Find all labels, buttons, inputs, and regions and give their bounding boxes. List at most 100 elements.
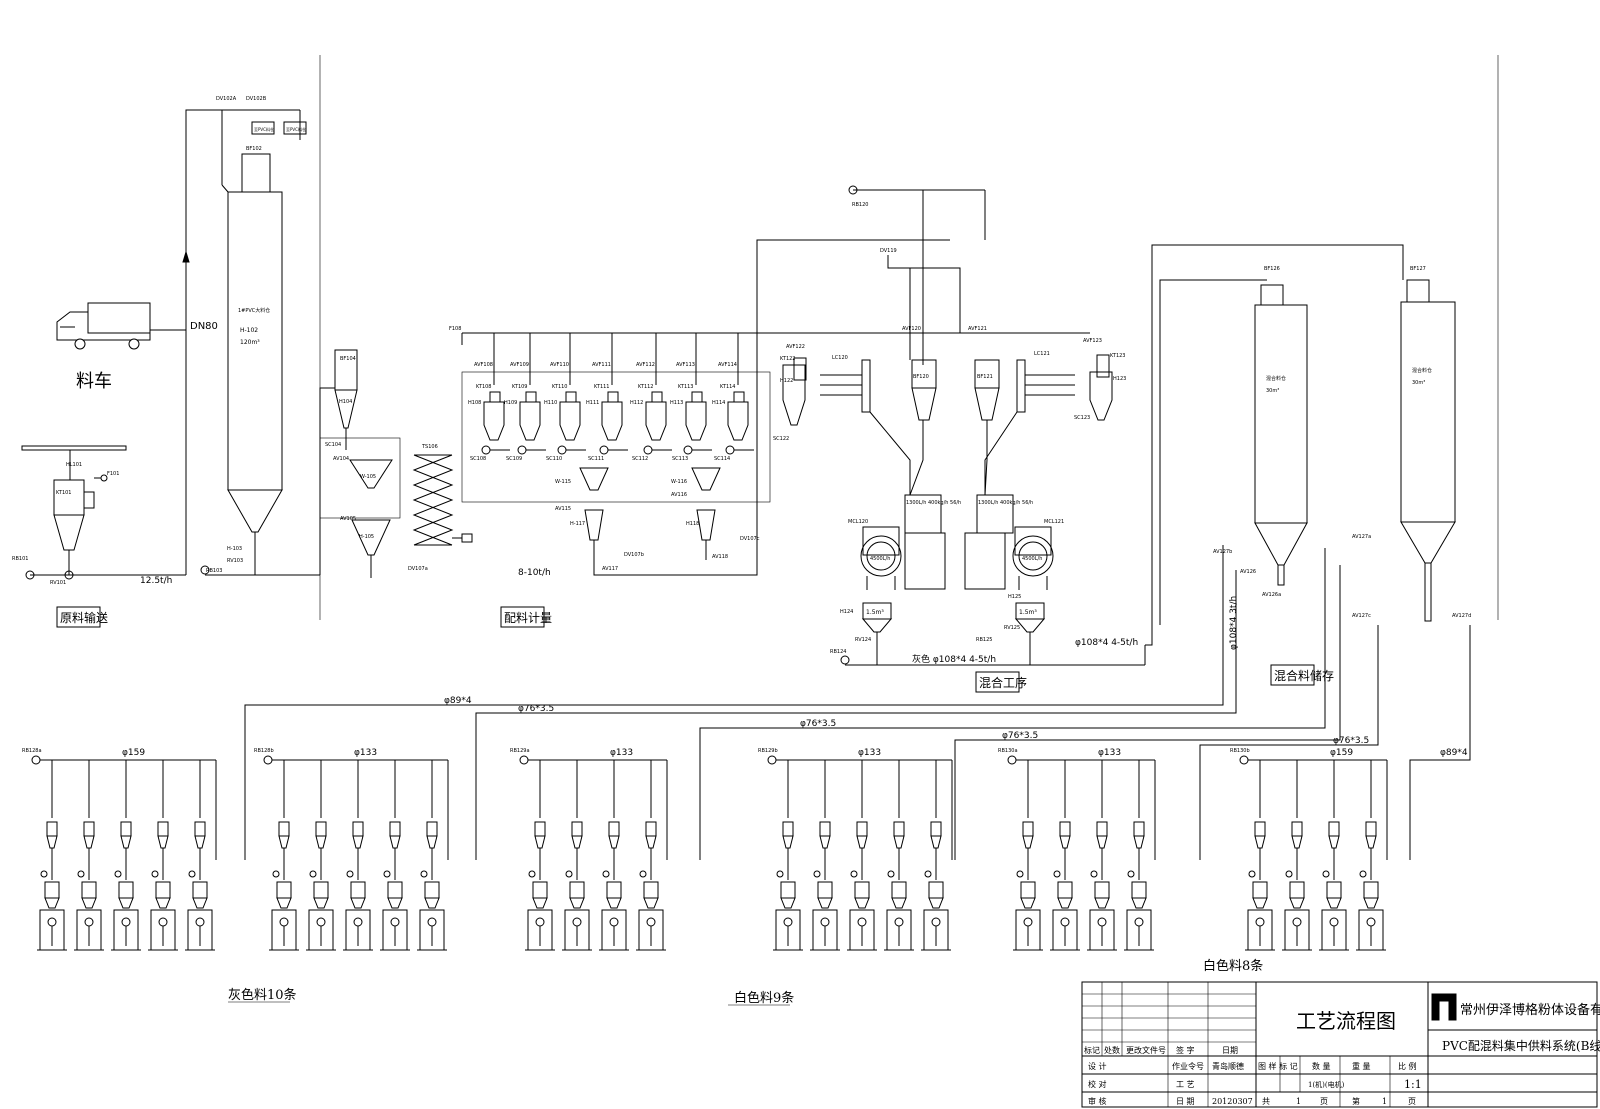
receiver-cone [782,835,794,849]
batch-avf-label: AVF109 [510,362,529,368]
batch-hopper-label: H114 [712,400,725,406]
receiver-hopper [157,821,169,837]
receiver-hopper [1291,821,1303,837]
label-lc120: LC120 [832,355,848,361]
blower-label: RB129b [758,748,778,754]
receiver-hopper [645,821,657,837]
buffer-cone [44,897,60,909]
valve-icon [114,870,122,878]
drawing-title: 工艺流程图 [1296,1009,1396,1033]
label-lc121: LC121 [1034,351,1050,357]
buffer-cone [891,897,907,909]
receiver-cone [1096,835,1108,849]
batch-tank-top [565,391,577,403]
small-tank-right: 1.5m³ [1019,609,1037,616]
receiver-cone [893,835,905,849]
extruder-screw-icon [894,917,904,927]
buffer-cone [276,897,292,909]
buffer-cone [817,897,833,909]
company-logo-icon [1431,993,1457,1021]
receiver-hopper [1096,821,1108,837]
label-h105: H-105 [359,534,374,540]
batch-hopper-label: H113 [670,400,683,406]
label-sc122: SC122 [773,436,789,442]
extruder-screw-icon [931,917,941,927]
buffer-hopper [1363,881,1379,899]
batch-tank-top [691,391,703,403]
batch-scales [579,239,950,576]
buffer-cone [81,897,97,909]
valve-icon [1322,870,1330,878]
section-box-storage [1270,664,1315,686]
role-review: 审 核 [1088,1096,1107,1106]
label-h122: H122 [780,378,793,384]
label-silo-main: 1#PVC大料仓 [238,307,270,314]
extruder-screw-icon [316,917,326,927]
receiver-cone [856,835,868,849]
batch-tank-body [645,401,667,441]
buffer-hopper [532,881,548,899]
receiver-hopper [856,821,868,837]
receiver-cone [608,835,620,849]
buffer-hopper [928,881,944,899]
dept-order: 作业令号 [1172,1061,1204,1071]
buffer-cone [313,897,329,909]
receiver-hopper [389,821,401,837]
blower-label: RB130b [1230,748,1250,754]
receiver-hopper [571,821,583,837]
buffer-hopper [1020,881,1036,899]
receiver-cone [1328,835,1340,849]
receiver-hopper [1022,821,1034,837]
label-av104: AV104 [333,456,349,462]
buffer-cone [1252,897,1268,909]
batch-avf-label: AVF113 [676,362,695,368]
pipe-76-d: φ76*3.5 [1333,736,1369,746]
batch-tank-label: KT111 [594,384,610,390]
label-h123: H123 [1113,376,1126,382]
rev-h-mark: 标记 [1084,1045,1100,1055]
label-mcl120: MCL120 [848,519,868,525]
receiver-cone [278,835,290,849]
batch-avf-label: AVF110 [550,362,569,368]
pipe-76-c: φ76*3.5 [1002,731,1038,741]
blower-label: RB128a [22,748,42,754]
buffer-hopper [118,881,134,899]
receiver-hopper [893,821,905,837]
flow-arrow-head [182,250,190,263]
extruder-screw-icon [390,917,400,927]
receiver-cone [157,835,169,849]
buffer-cone [387,897,403,909]
receiver-cone [645,835,657,849]
label-av126: AV126 [1240,569,1256,575]
cool-tank-right: 4500L/h [1022,556,1042,562]
flow-12-5: 12.5t/h [140,576,172,586]
receiver-cone [1291,835,1303,849]
extruder-screw-icon [1060,917,1070,927]
rev-h-date: 日期 [1222,1046,1238,1055]
receiver-cone [571,835,583,849]
buffer-hopper [424,881,440,899]
label-av118: AV118 [712,554,728,560]
blower-icon [519,755,529,765]
blower-icon [1239,755,1249,765]
section-raw-feed: 原料输送 [60,610,108,625]
label-av117: AV117 [602,566,618,572]
extruder-screw-icon [646,917,656,927]
label-bf127: BF127 [1410,266,1426,272]
batch-tank-label: KT114 [720,384,736,390]
receiver-hopper [534,821,546,837]
batch-tank-label: KT113 [678,384,694,390]
dept-order-value: 青岛顺德 [1212,1061,1244,1071]
receiver-cone [930,835,942,849]
receiver-cone [46,835,58,849]
flow-8-10: 8-10t/h [518,568,551,578]
buffer-hopper [643,881,659,899]
valve-icon [346,870,354,878]
label-rb124: RB124 [830,649,846,655]
label-bf126: BF126 [1264,266,1280,272]
receiver-cone [83,835,95,849]
valve-icon [565,870,573,878]
pipe-89-left: φ89*4 [444,696,472,706]
valve-icon [1285,870,1293,878]
extruder-screw-icon [1292,917,1302,927]
